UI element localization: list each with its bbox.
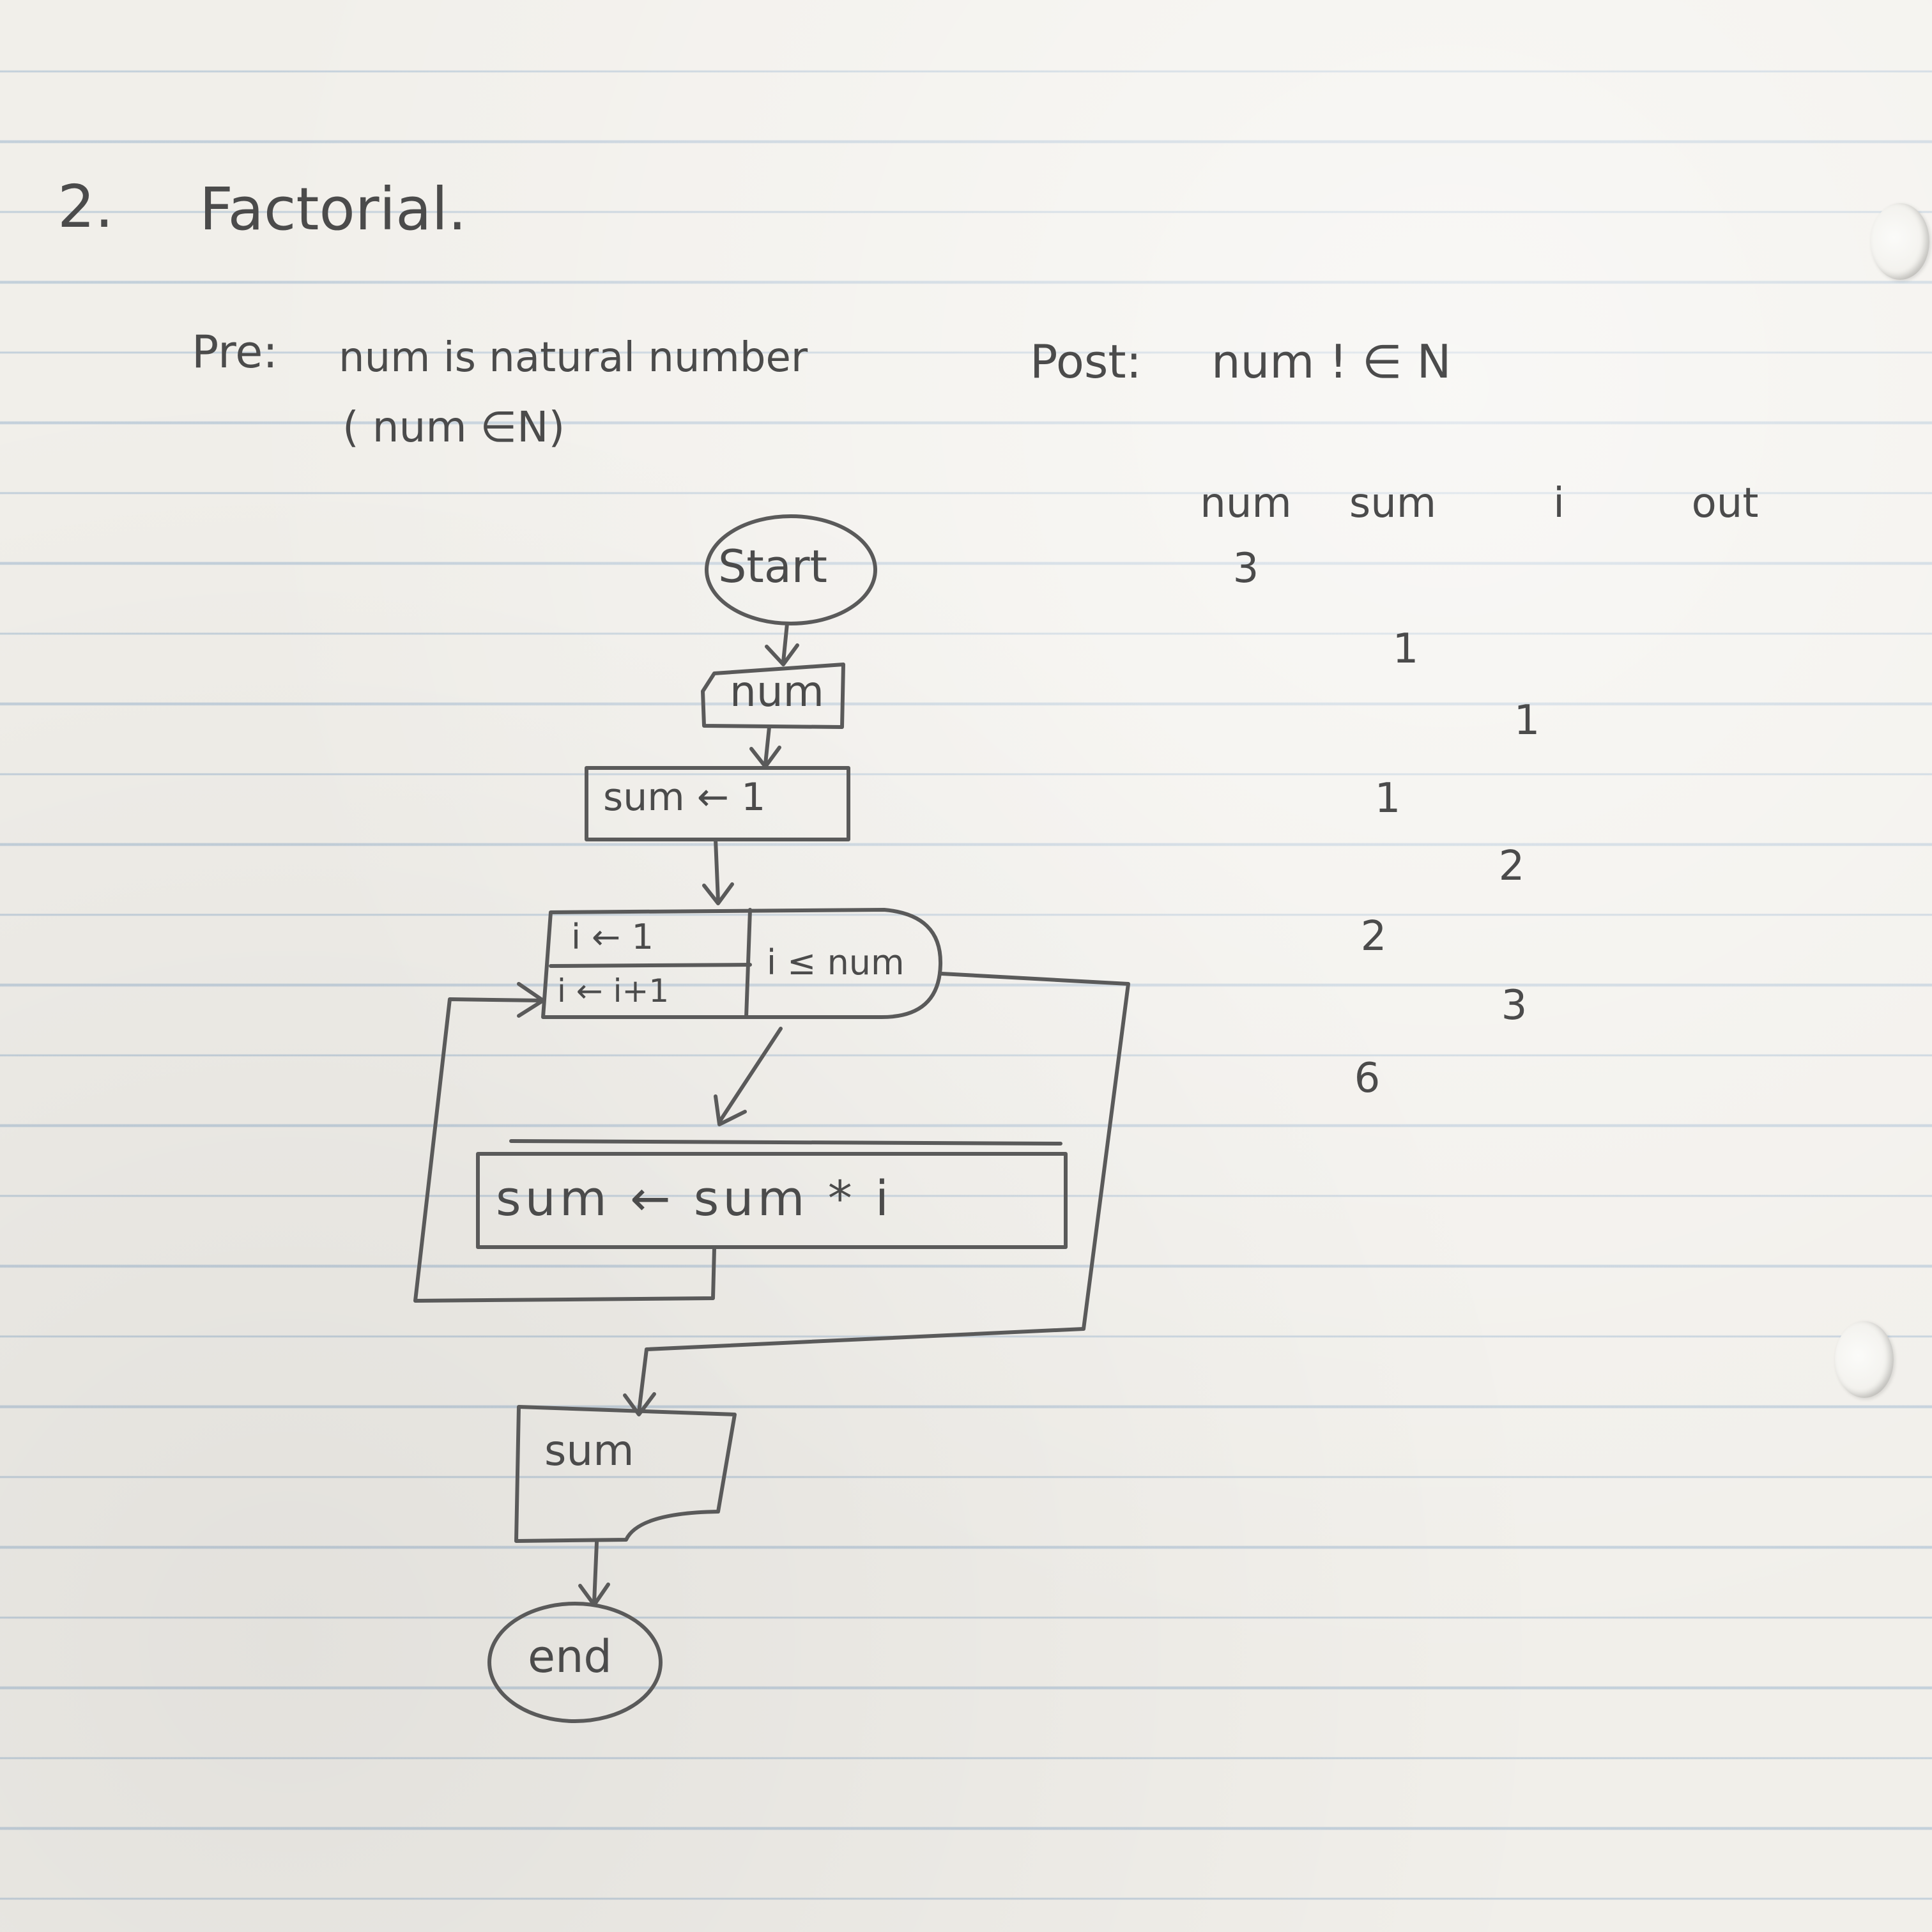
punch-hole-top — [1871, 203, 1929, 280]
trace-value: 3 — [1232, 545, 1259, 592]
arrow-input-init — [763, 725, 771, 766]
output-box — [514, 1405, 737, 1543]
pre-condition: num is natural number — [339, 334, 808, 381]
trace-header-out: out — [1691, 480, 1759, 527]
pre-note: ( num ∈N) — [342, 402, 565, 452]
input-box — [701, 663, 845, 729]
end-terminal — [487, 1602, 663, 1723]
trace-value: 2 — [1360, 913, 1387, 960]
trace-value: 6 — [1354, 1055, 1381, 1102]
loop-back-line — [413, 997, 716, 1303]
arrow-output-end — [592, 1540, 599, 1604]
end-label: end — [528, 1630, 612, 1683]
pre-label: Pre: — [192, 326, 278, 378]
input-label: num — [730, 667, 824, 716]
trace-header-i: i — [1553, 480, 1565, 527]
loop-init-label: i ← 1 — [571, 917, 654, 957]
arrowhead — [714, 1094, 747, 1126]
punch-hole-bottom — [1835, 1321, 1894, 1398]
trace-header-num: num — [1200, 480, 1292, 527]
loop-divider-vertical — [744, 908, 752, 1019]
loop-update-label: i ← i+1 — [557, 972, 670, 1009]
loop-exit-line — [637, 972, 1130, 1414]
post-condition: num ! ∈ N — [1211, 335, 1452, 388]
question-number: 2. — [57, 172, 114, 241]
arrowhead — [765, 643, 799, 666]
post-label: Post: — [1030, 335, 1142, 388]
arrow-init-loop — [714, 838, 720, 903]
body-box — [476, 1152, 1068, 1249]
question-title: Factorial. — [199, 175, 467, 243]
start-terminal — [705, 514, 877, 625]
body-box-top-line — [509, 1139, 1062, 1146]
trace-value: 1 — [1374, 775, 1401, 822]
start-label: Start — [718, 540, 828, 593]
trace-value: 3 — [1501, 982, 1528, 1029]
arrowhead — [623, 1392, 656, 1416]
trace-value: 1 — [1392, 625, 1419, 673]
arrowhead — [517, 982, 545, 1018]
loop-block — [541, 908, 943, 1019]
output-label: sum — [544, 1426, 634, 1475]
trace-value: 2 — [1498, 843, 1525, 890]
trace-value: 1 — [1514, 697, 1540, 744]
trace-header-sum: sum — [1349, 480, 1437, 527]
body-label: sum ← sum * i — [496, 1170, 893, 1227]
arrow-start-input — [781, 622, 789, 664]
loop-divider-horizontal — [549, 963, 752, 968]
init-label: sum ← 1 — [603, 775, 766, 820]
loop-condition-label: i ≤ num — [767, 942, 905, 983]
arrow-loop-body — [717, 1027, 783, 1124]
arrowhead — [702, 882, 734, 905]
